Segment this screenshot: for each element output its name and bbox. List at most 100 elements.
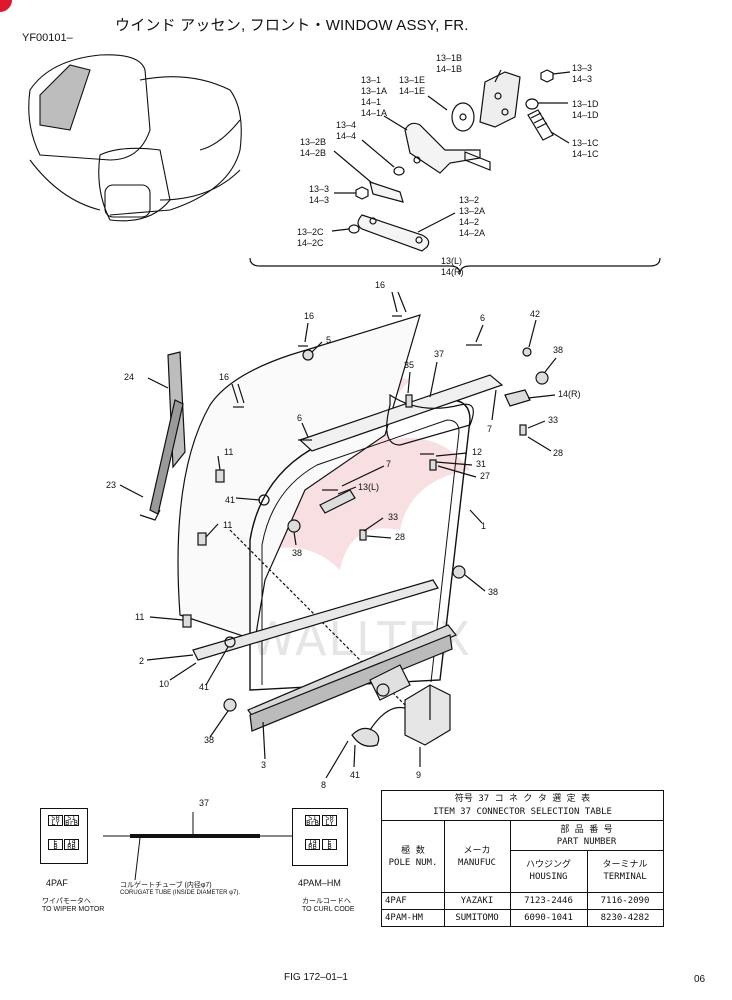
callout-41: 41 [199,682,209,692]
callout-8: 8 [321,780,326,790]
connector-4paf-dest-en: TO WIPER MOTOR [42,906,105,913]
callout-6: 6 [480,313,485,323]
label-14-2b: 14–2B [300,148,326,158]
machine-thumbnail [28,54,242,222]
callout-10: 10 [159,679,169,689]
callout-41: 41 [225,495,235,505]
label-14-1d: 14–1D [572,110,599,120]
connector-4pam-hm-dest-jp: カールコードへ [302,898,351,905]
callout-38: 38 [204,735,214,745]
bracket-inset [249,69,661,275]
callout-42: 42 [530,309,540,319]
figure-code: YF00101– [22,32,73,44]
callout-35: 35 [404,360,414,370]
table-cell: 7116-2090 [600,895,650,906]
label-13-2: 13–2 [459,195,479,205]
callout-38: 38 [553,345,563,355]
table-title: 符号 37 コ ネ ク タ 選 定 表 ITEM 37 CONNECTOR SE… [382,791,663,821]
callout-38: 38 [292,548,302,558]
callout-7: 7 [487,424,492,434]
callout-1: 1 [481,521,486,531]
part-callouts: 16 16 16 5 6 6 42 38 35 37 14(R) 24 7 7 … [106,280,581,790]
table-cell: 7123-2446 [524,895,573,906]
page-number: 06 [694,974,706,985]
connector-4pam-hm-label: 4PAM–HM [298,878,341,888]
table-cell: 8230-4282 [600,912,650,923]
label-13-2a: 13–2A [459,206,485,216]
callout-5: 5 [326,335,331,345]
label-13-3-low: 13–3 [309,184,329,194]
table-cell: 6090-1041 [524,912,573,923]
table-cell: YAZAKI [460,895,494,906]
connector-selection-table: 符号 37 コ ネ ク タ 選 定 表 ITEM 37 CONNECTOR SE… [381,790,664,927]
callout-23: 23 [106,480,116,490]
label-13-2b: 13–2B [300,137,326,147]
callout-31: 31 [476,459,486,469]
window-assembly [119,291,557,779]
connector-4pam-hm-dest-en: TO CURL CODE [302,906,355,913]
label-14-1b: 14–1B [436,64,462,74]
label-14-3-low: 14–3 [309,195,329,205]
connector-4paf-label: 4PAF [46,878,68,888]
callout-7: 7 [386,459,391,469]
callout-27: 27 [480,471,490,481]
label-14-1c: 14–1C [572,149,599,159]
connector-wiring: 37 [103,798,292,881]
callout-3: 3 [261,760,266,770]
callout-13l: 13(L) [358,482,379,492]
label-14r-inset: 14(R) [441,267,464,277]
callout-2: 2 [139,656,144,666]
callout-9: 9 [416,770,421,780]
label-14-1e: 14–1E [399,86,425,96]
callout-16: 16 [219,372,229,382]
label-13-1e: 13–1E [399,75,425,85]
callout-33: 33 [548,415,558,425]
table-title-jp: 符号 37 コ ネ ク タ 選 定 表 [454,794,591,804]
label-14-4: 14–4 [336,131,356,141]
tube-label-jp: コルゲートチューブ (内径φ7) [120,882,212,889]
label-13-4: 13–4 [336,120,356,130]
callout-28: 28 [553,448,563,458]
callout-16: 16 [304,311,314,321]
callout-11: 11 [224,447,233,457]
label-14-3-top: 14–3 [572,74,592,84]
label-13l-inset: 13(L) [441,256,462,266]
label-14-1: 14–1 [361,97,381,107]
callout-41: 41 [350,770,360,780]
table-title-en: ITEM 37 CONNECTOR SELECTION TABLE [433,807,612,817]
label-13-3-top: 13–3 [572,63,592,73]
label-13-1a: 13–1A [361,86,387,96]
label-13-1c: 13–1C [572,138,599,148]
callout-6: 6 [297,413,302,423]
callout-37-wiring: 37 [199,798,209,808]
table-cell: SUMITOMO [455,912,499,923]
label-14-2: 14–2 [459,217,479,227]
callout-24: 24 [124,372,134,382]
tube-label-en: CORUGATE TUBE (INSIDE DIAMETER φ7). [120,890,241,896]
label-13-1d: 13–1D [572,99,599,109]
callout-11: 11 [135,612,144,622]
inset-labels: 13–1 13–1A 14–1 14–1A 13–1E 14–1E 13–1B … [297,53,599,277]
callout-37: 37 [434,349,444,359]
label-14-2c: 14–2C [297,238,324,248]
table-cell: 4PAF [385,895,407,906]
connector-4paf-dest-jp: ワイパモータへ [42,898,91,905]
label-13-1: 13–1 [361,75,381,85]
callout-16: 16 [375,280,385,290]
